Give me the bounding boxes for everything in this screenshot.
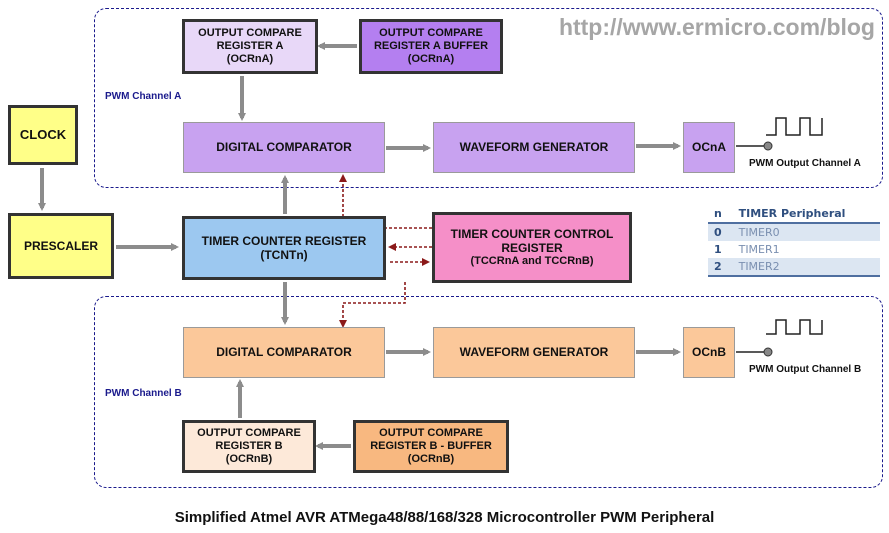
ocnb-output-box: OCnB: [683, 327, 735, 378]
prescaler-box: PRESCALER: [8, 213, 114, 279]
output-a-pin: [763, 141, 773, 151]
ocrb-line-3: (OCRnB): [225, 453, 273, 466]
ocra-box: OUTPUT COMPARE REGISTER A (OCRnA): [182, 19, 318, 74]
legend-n: 2: [708, 258, 733, 277]
pwm-channel-a-region: [94, 8, 883, 188]
tcnt-line-2: (TCNTn): [260, 248, 308, 262]
timer-legend-table: n TIMER Peripheral 0 TIMER0 1 TIMER1 2 T…: [708, 205, 880, 277]
control-arrow-to-comparator-b: [339, 282, 406, 328]
tccr-box: TIMER COUNTER CONTROL REGISTER (TCCRnA a…: [432, 212, 632, 283]
legend-n: 1: [714, 243, 722, 256]
pwm-waveform-a: [766, 117, 823, 136]
waveform-generator-b: WAVEFORM GENERATOR: [433, 327, 635, 378]
source-url: http://www.ermicro.com/blog: [558, 14, 875, 40]
legend-header-row: n TIMER Peripheral: [708, 205, 880, 224]
ocrb-buffer-line-1: OUTPUT COMPARE: [379, 426, 483, 439]
clock-box: CLOCK: [8, 105, 78, 165]
legend-row: 0 TIMER0: [708, 223, 880, 241]
ocra-buffer-box: OUTPUT COMPARE REGISTER A BUFFER (OCRnA): [359, 19, 503, 74]
ocra-buffer-line-3: (OCRnA): [407, 53, 455, 66]
ocra-buffer-line-1: OUTPUT COMPARE: [379, 26, 483, 39]
legend-header-n: n: [708, 205, 733, 224]
ocra-line-1: OUTPUT COMPARE: [198, 26, 302, 39]
tcnt-line-1: TIMER COUNTER REGISTER: [201, 233, 367, 248]
pwm-output-a-label: PWM Output Channel A: [749, 158, 861, 169]
ocna-output-box: OCnA: [683, 122, 735, 173]
legend-header-peripheral: TIMER Peripheral: [732, 205, 880, 224]
tcnt-box: TIMER COUNTER REGISTER (TCNTn): [182, 216, 386, 280]
digital-comparator-b: DIGITAL COMPARATOR: [183, 327, 385, 378]
legend-n: 0: [708, 223, 733, 241]
ocra-line-2: REGISTER A: [216, 39, 284, 52]
tccr-line-1: TIMER COUNTER CONTROL: [450, 226, 614, 241]
legend-timer: TIMER0: [732, 223, 880, 241]
legend-timer: TIMER1: [738, 243, 780, 256]
tccr-line-2: REGISTER: [501, 240, 563, 255]
legend-row: 2 TIMER2: [708, 258, 880, 277]
ocrb-line-2: REGISTER B: [215, 439, 283, 452]
pwm-channel-b-label: PWM Channel B: [105, 388, 182, 399]
ocra-line-3: (OCRnA): [226, 53, 274, 66]
diagram-caption: Simplified Atmel AVR ATMega48/88/168/328…: [174, 509, 715, 526]
legend-row: 1 TIMER1: [708, 241, 880, 258]
ocrb-box: OUTPUT COMPARE REGISTER B (OCRnB): [182, 420, 316, 473]
digital-comparator-a: DIGITAL COMPARATOR: [183, 122, 385, 173]
pwm-channel-a-label: PWM Channel A: [105, 91, 182, 102]
pwm-channel-b-region: [94, 296, 883, 488]
ocrb-buffer-line-3: (OCRnB): [407, 453, 455, 466]
waveform-generator-a: WAVEFORM GENERATOR: [433, 122, 635, 173]
legend-timer: TIMER2: [732, 258, 880, 277]
ocrb-buffer-line-2: REGISTER B - BUFFER: [370, 439, 492, 452]
ocrb-line-1: OUTPUT COMPARE: [197, 426, 301, 439]
pwm-output-b-label: PWM Output Channel B: [749, 364, 862, 375]
ocra-buffer-line-2: REGISTER A BUFFER: [373, 39, 489, 52]
output-b-pin: [763, 347, 773, 357]
pwm-waveform-b: [766, 319, 823, 335]
ocrb-buffer-box: OUTPUT COMPARE REGISTER B - BUFFER (OCRn…: [353, 420, 509, 473]
tccr-line-3: (TCCRnA and TCCRnB): [470, 255, 594, 268]
